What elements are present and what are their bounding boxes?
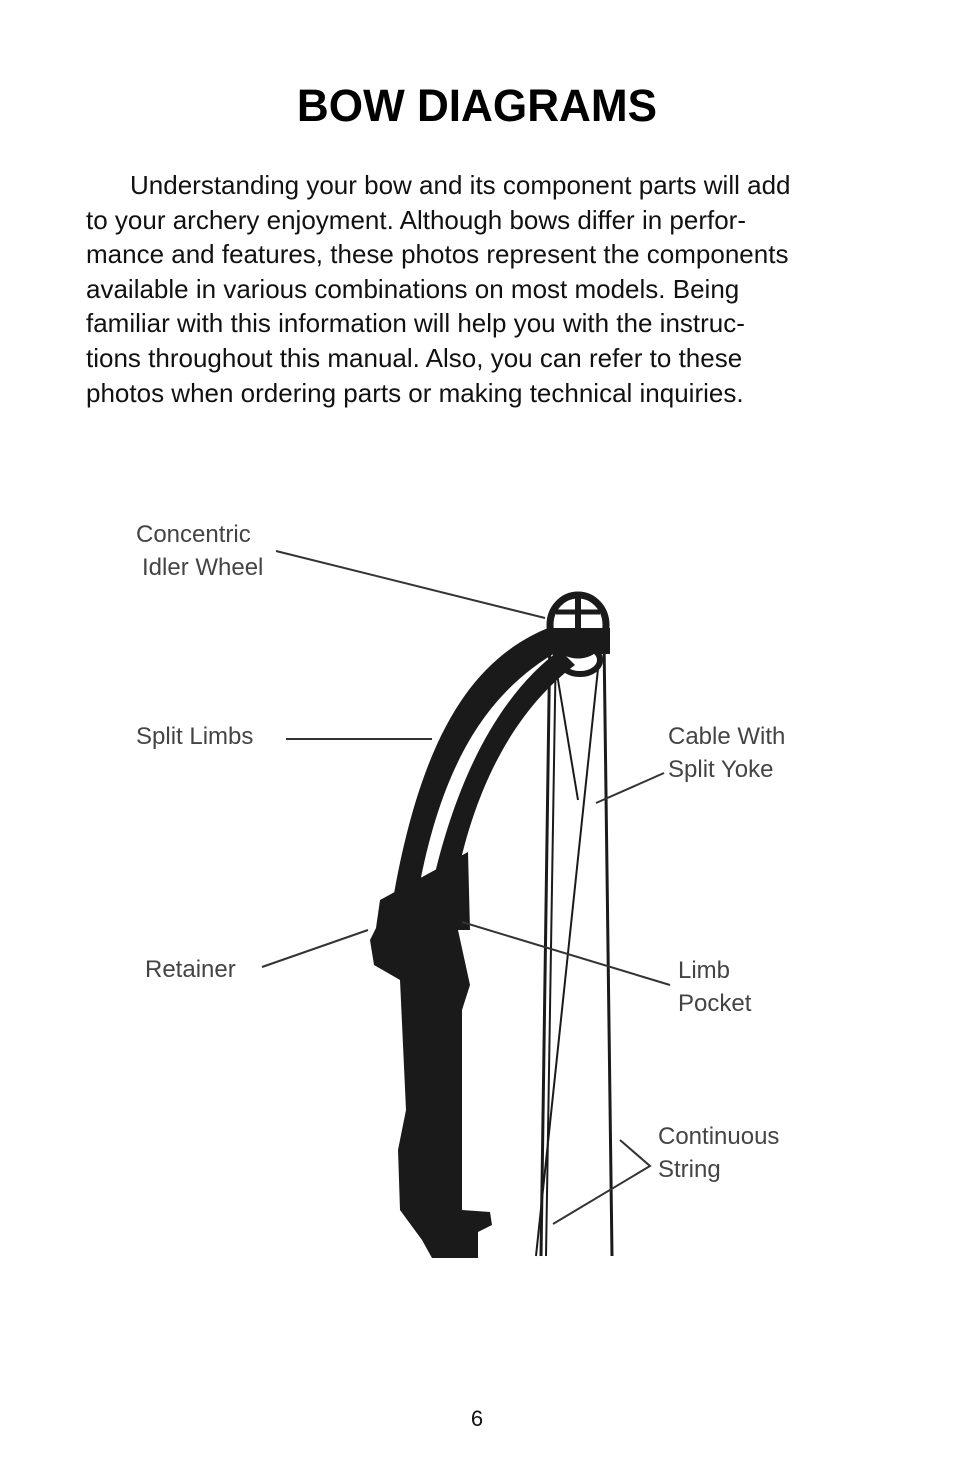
intro-paragraph: Understanding your bow and its component… [86, 168, 876, 410]
intro-line: photos when ordering parts or making tec… [86, 377, 744, 408]
intro-line: Understanding your bow and its component… [130, 170, 791, 200]
intro-line: familiar with this information will help… [86, 308, 745, 339]
label-limb-pocket: Limb Pocket [678, 957, 752, 1017]
idler-wheel [546, 591, 610, 677]
label-concentric-idler-wheel: Concentric Idler Wheel [136, 521, 264, 581]
label-continuous-string: Continuous String [658, 1123, 780, 1183]
page-title: BOW DIAGRAMS [296, 80, 658, 131]
page-number: 6 [470, 1406, 484, 1431]
intro-line: to your archery enjoyment. Although bows… [86, 204, 746, 235]
label-retainer: Retainer [145, 956, 236, 983]
intro-line: available in various combinations on mos… [86, 273, 740, 304]
label-cable-with-split-yoke: Cable With Split Yoke [668, 723, 786, 783]
bow-illustration [261, 550, 671, 1258]
intro-line: tions throughout this manual. Also, you … [86, 342, 743, 373]
riser [370, 852, 492, 1258]
intro-line: mance and features, these photos represe… [86, 239, 789, 270]
split-limbs [392, 628, 575, 905]
label-split-limbs: Split Limbs [136, 723, 254, 750]
strings [535, 629, 614, 1257]
leader-lines [261, 550, 671, 1225]
bow-diagram: Concentric Idler Wheel Split Limbs Cable… [0, 500, 954, 1300]
